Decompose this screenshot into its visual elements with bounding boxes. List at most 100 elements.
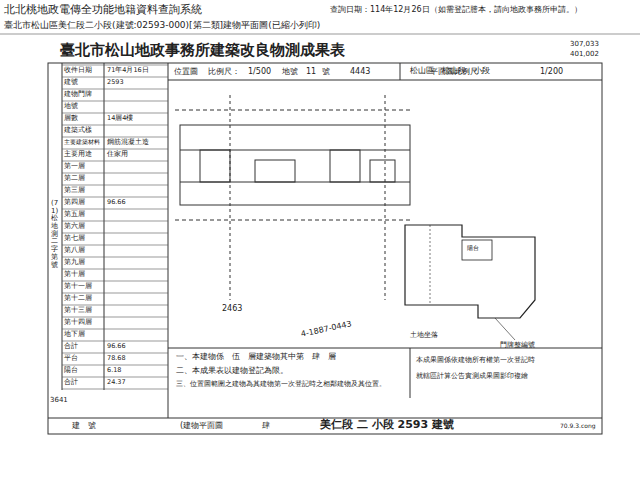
table-row-rule (62, 221, 168, 222)
table-label: 陽台 (64, 367, 78, 374)
sheet-text: 二、本成果表以建物登記為限。 (176, 366, 288, 375)
sheet-text: 建 號 (72, 421, 96, 430)
table-row-rule (62, 305, 168, 306)
notes-rule (168, 348, 602, 349)
table-row-rule (62, 317, 168, 318)
map-rule (168, 80, 602, 81)
table-label: 收件日期 (64, 67, 92, 74)
balcony (462, 240, 492, 260)
table-label: 建號 (64, 79, 78, 86)
table-label: 第十四層 (64, 319, 92, 326)
table-label: 主要建築材料 (64, 139, 100, 146)
table-row-rule (62, 209, 168, 210)
table-label: 第八層 (64, 247, 85, 254)
table-row-rule (62, 269, 168, 270)
table-row-rule (62, 293, 168, 294)
table-row-rule (62, 233, 168, 234)
sheet-frame (48, 63, 602, 434)
sheet-text: (建物平面圖 (180, 421, 223, 430)
sheet-text: 1/500 (248, 67, 271, 76)
table-value: 住家用 (107, 151, 128, 158)
table-label: 層數 (64, 115, 78, 122)
table-label: 第二層 (64, 175, 85, 182)
location-building (180, 125, 410, 205)
table-row-rule (62, 197, 168, 198)
table-row-rule (62, 77, 168, 78)
table-value: 96.66 (107, 199, 126, 206)
sheet-text: 3641 (50, 396, 68, 404)
sheet-text: 肆 (262, 421, 270, 430)
table-label: 建築式樣 (64, 127, 92, 134)
sheet-text: 401,002 (570, 50, 599, 58)
sheet-text: 2463 (222, 304, 242, 313)
sheet-text: 北北桃地政電傳全功能地籍資料查詢系統 (4, 4, 202, 17)
sheet-text: 就轄區計算公告實測成果圖影印複繪 (416, 372, 528, 380)
table-label: 第十二層 (64, 295, 92, 302)
table-row-rule (62, 329, 168, 330)
table-value: 71年4月16日 (107, 67, 149, 74)
sheet-text: 一、本建物係 伍 層建築物其中第 肆 層 (176, 352, 336, 361)
table-row-rule (62, 185, 168, 186)
table-label: 平台 (64, 355, 78, 362)
table-row-rule (62, 257, 168, 258)
table-label: 地號 (64, 103, 78, 110)
table-row-rule (62, 149, 168, 150)
table-label: 第七層 (64, 235, 85, 242)
table-label: 合計 (64, 379, 78, 386)
table-row-rule (62, 125, 168, 126)
table-row-rule (62, 377, 168, 378)
sheet-text: 臺北市松山區美仁段二小段(建號:02593-000)[第二類]建物平面圖(已縮小… (4, 20, 320, 30)
table-label: 第十一層 (64, 283, 92, 290)
table-value: 96.66 (107, 343, 126, 350)
table-row-rule (62, 113, 168, 114)
table-label: 建物門牌 (64, 91, 92, 98)
table-row-rule (62, 65, 168, 66)
sheet-text: 4-1887-0443 (300, 319, 352, 339)
table-row-rule (62, 341, 168, 342)
table-value: 鋼筋混凝土造 (107, 139, 149, 146)
sheet-text: 1/200 (540, 67, 563, 76)
sheet-text: 本成果圖係依建物所有權第一次登記時 (416, 356, 535, 364)
table-row-rule (62, 173, 168, 174)
table-row-rule (62, 389, 168, 390)
map-rule (400, 63, 401, 80)
table-value: 24.37 (107, 379, 126, 386)
table-label: 第五層 (64, 211, 85, 218)
table-row-rule (62, 281, 168, 282)
table-label: 合計 (64, 343, 78, 350)
table-row-rule (62, 245, 168, 246)
sheet-text: 陽台 (467, 245, 479, 252)
table-label: 第三層 (64, 187, 85, 194)
notes-rule (410, 348, 411, 398)
table-value: 6.18 (107, 367, 121, 374)
table-value: 78.68 (107, 355, 126, 362)
building-number: 美仁段 二 小段 2593 建號 (320, 419, 454, 432)
table-row-rule (62, 353, 168, 354)
sheet-text: 位置圖 (174, 67, 198, 76)
sheet-text: 地號 (282, 67, 298, 76)
sheet-title: 臺北市松山地政事務所建築改良物測成果表 (60, 42, 345, 59)
sheet-text: 307,033 (570, 40, 599, 48)
table-row-rule (62, 365, 168, 366)
sheet-text: 土地坐落 (410, 331, 438, 339)
table-value: 14層4樓 (107, 115, 133, 122)
table-label: 第六層 (64, 223, 85, 230)
sheet-text: 三、位置圖範圍之建物為其建物第一次登記時之相鄰建物及其位置。 (176, 380, 386, 388)
table-value: 2593 (107, 79, 124, 86)
sheet-text: 比例尺： (208, 67, 240, 76)
sheet-text: 平面圖比例尺： (430, 67, 486, 76)
sheet-text: 查詢日期：114年12月26日（如需登記謄本，請向地政事務所申請。） (330, 5, 582, 14)
sheet-text: 門牌整編號 (500, 341, 535, 349)
table-label: 第四層 (64, 199, 85, 206)
sheet-text: 4443 (350, 67, 370, 76)
table-label: 第十三層 (64, 307, 92, 314)
floor-plan (405, 225, 535, 340)
table-row-rule (62, 137, 168, 138)
location-map (175, 95, 410, 300)
vertical-note: (71)松地測二字第 號 (51, 200, 58, 269)
table-row-rule (62, 161, 168, 162)
table-label: 主要用途 (64, 151, 92, 158)
table-label: 第一層 (64, 163, 85, 170)
table-label: 第十層 (64, 271, 85, 278)
table-row-rule (62, 101, 168, 102)
